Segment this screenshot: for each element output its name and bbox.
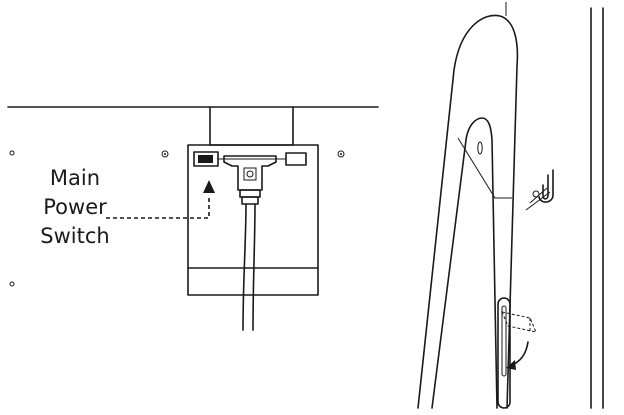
- rotate-arrow-head-icon: [506, 360, 516, 370]
- power-cord-right-edge: [252, 203, 256, 331]
- power-cord-left-edge: [242, 203, 247, 331]
- cable-clip: [525, 169, 554, 211]
- main-power-switch-label: Main Power Switch: [20, 164, 130, 251]
- main-power-switch: [193, 151, 219, 167]
- plug-screw-center: [246, 170, 254, 178]
- slot-inner: [501, 305, 507, 377]
- plug-head: [223, 155, 277, 191]
- mounting-bracket: [209, 107, 294, 146]
- slot-outline: [497, 297, 511, 409]
- frame-inner-edge: [431, 117, 498, 409]
- back-view-panel: [7, 106, 379, 331]
- screw-icon: [337, 150, 345, 158]
- cord-slot: [497, 297, 537, 409]
- strain-relief-2: [241, 196, 259, 205]
- screw-heads: [9, 150, 345, 287]
- label-line-3: Switch: [40, 224, 110, 248]
- strain-relief-1: [239, 189, 261, 198]
- label-line-1: Main: [49, 166, 101, 190]
- frame-slot: [477, 141, 483, 155]
- screw-icon: [9, 281, 15, 287]
- frame-outer-profile: [417, 14, 519, 409]
- screw-center: [340, 153, 342, 155]
- rocker-icon: [198, 155, 213, 163]
- callout-arrow-icon: [203, 180, 215, 193]
- plug-screw-icon: [243, 167, 257, 181]
- screw-center: [164, 153, 166, 155]
- clip-wire-2: [525, 191, 551, 211]
- label-line-2: Power: [43, 195, 107, 219]
- clip-hook-icon: [542, 174, 549, 200]
- clip-hook-outer: [538, 169, 554, 203]
- cord-insert-guide: [501, 311, 537, 333]
- fuse-holder: [285, 152, 307, 166]
- frame-face-line: [457, 137, 512, 199]
- screw-icon: [161, 150, 169, 158]
- power-plug: [223, 155, 277, 205]
- clip-ring-icon: [532, 190, 540, 198]
- screw-icon: [9, 150, 15, 156]
- side-view-panel: [417, 2, 604, 409]
